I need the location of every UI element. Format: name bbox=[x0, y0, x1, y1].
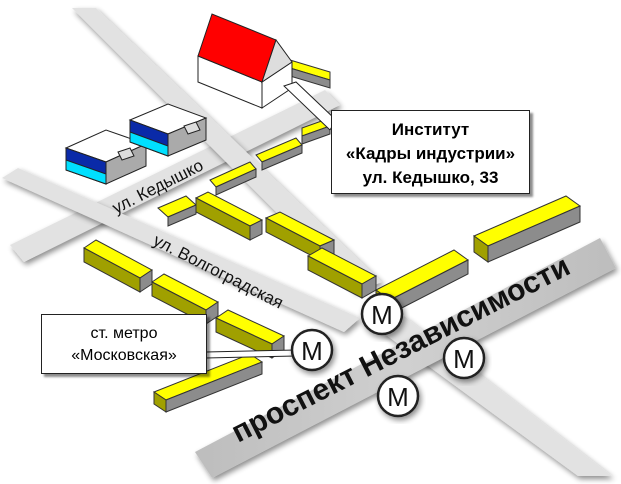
building-block bbox=[83, 239, 153, 293]
metro-callout-station: «Московская» bbox=[71, 347, 177, 364]
svg-text:M: M bbox=[301, 336, 323, 366]
building-block bbox=[152, 353, 264, 413]
building-block bbox=[306, 247, 378, 299]
building-block bbox=[194, 191, 264, 241]
road-kedyshko bbox=[10, 90, 340, 262]
building-block bbox=[157, 195, 197, 227]
institute-building bbox=[197, 13, 293, 109]
metro-callout: ст. метро «Московская» bbox=[41, 314, 207, 374]
road-nezavisimosti bbox=[195, 238, 616, 478]
svg-text:M: M bbox=[371, 300, 393, 330]
metro-icon: M bbox=[360, 292, 404, 336]
building-block bbox=[255, 137, 303, 171]
metro-icon: M bbox=[290, 328, 334, 372]
building-blue bbox=[64, 129, 148, 185]
metro-icon: M bbox=[442, 336, 486, 380]
building-block bbox=[209, 161, 257, 196]
building-block bbox=[151, 273, 219, 325]
metro-icon: M bbox=[376, 374, 420, 418]
building-blue bbox=[128, 103, 208, 157]
metro-markers: M M M M bbox=[290, 292, 486, 418]
building-block bbox=[472, 195, 582, 263]
metro-callout-title: ст. метро bbox=[90, 325, 158, 342]
metro-pointer bbox=[205, 349, 297, 359]
roads bbox=[2, 8, 616, 478]
institute-callout: Институт «Кадры индустрии» ул. Кедышко, … bbox=[331, 110, 530, 194]
svg-text:M: M bbox=[453, 344, 475, 374]
road-volgogradskaya bbox=[2, 168, 360, 332]
institute-callout-title: Институт bbox=[391, 120, 470, 139]
road-volgogradskaya-upper bbox=[72, 8, 382, 292]
institute-callout-address: ул. Кедышко, 33 bbox=[362, 168, 499, 187]
city-blocks bbox=[83, 59, 582, 413]
residential-buildings bbox=[64, 103, 208, 185]
institute-callout-name: «Кадры индустрии» bbox=[345, 144, 516, 163]
svg-text:M: M bbox=[387, 382, 409, 412]
